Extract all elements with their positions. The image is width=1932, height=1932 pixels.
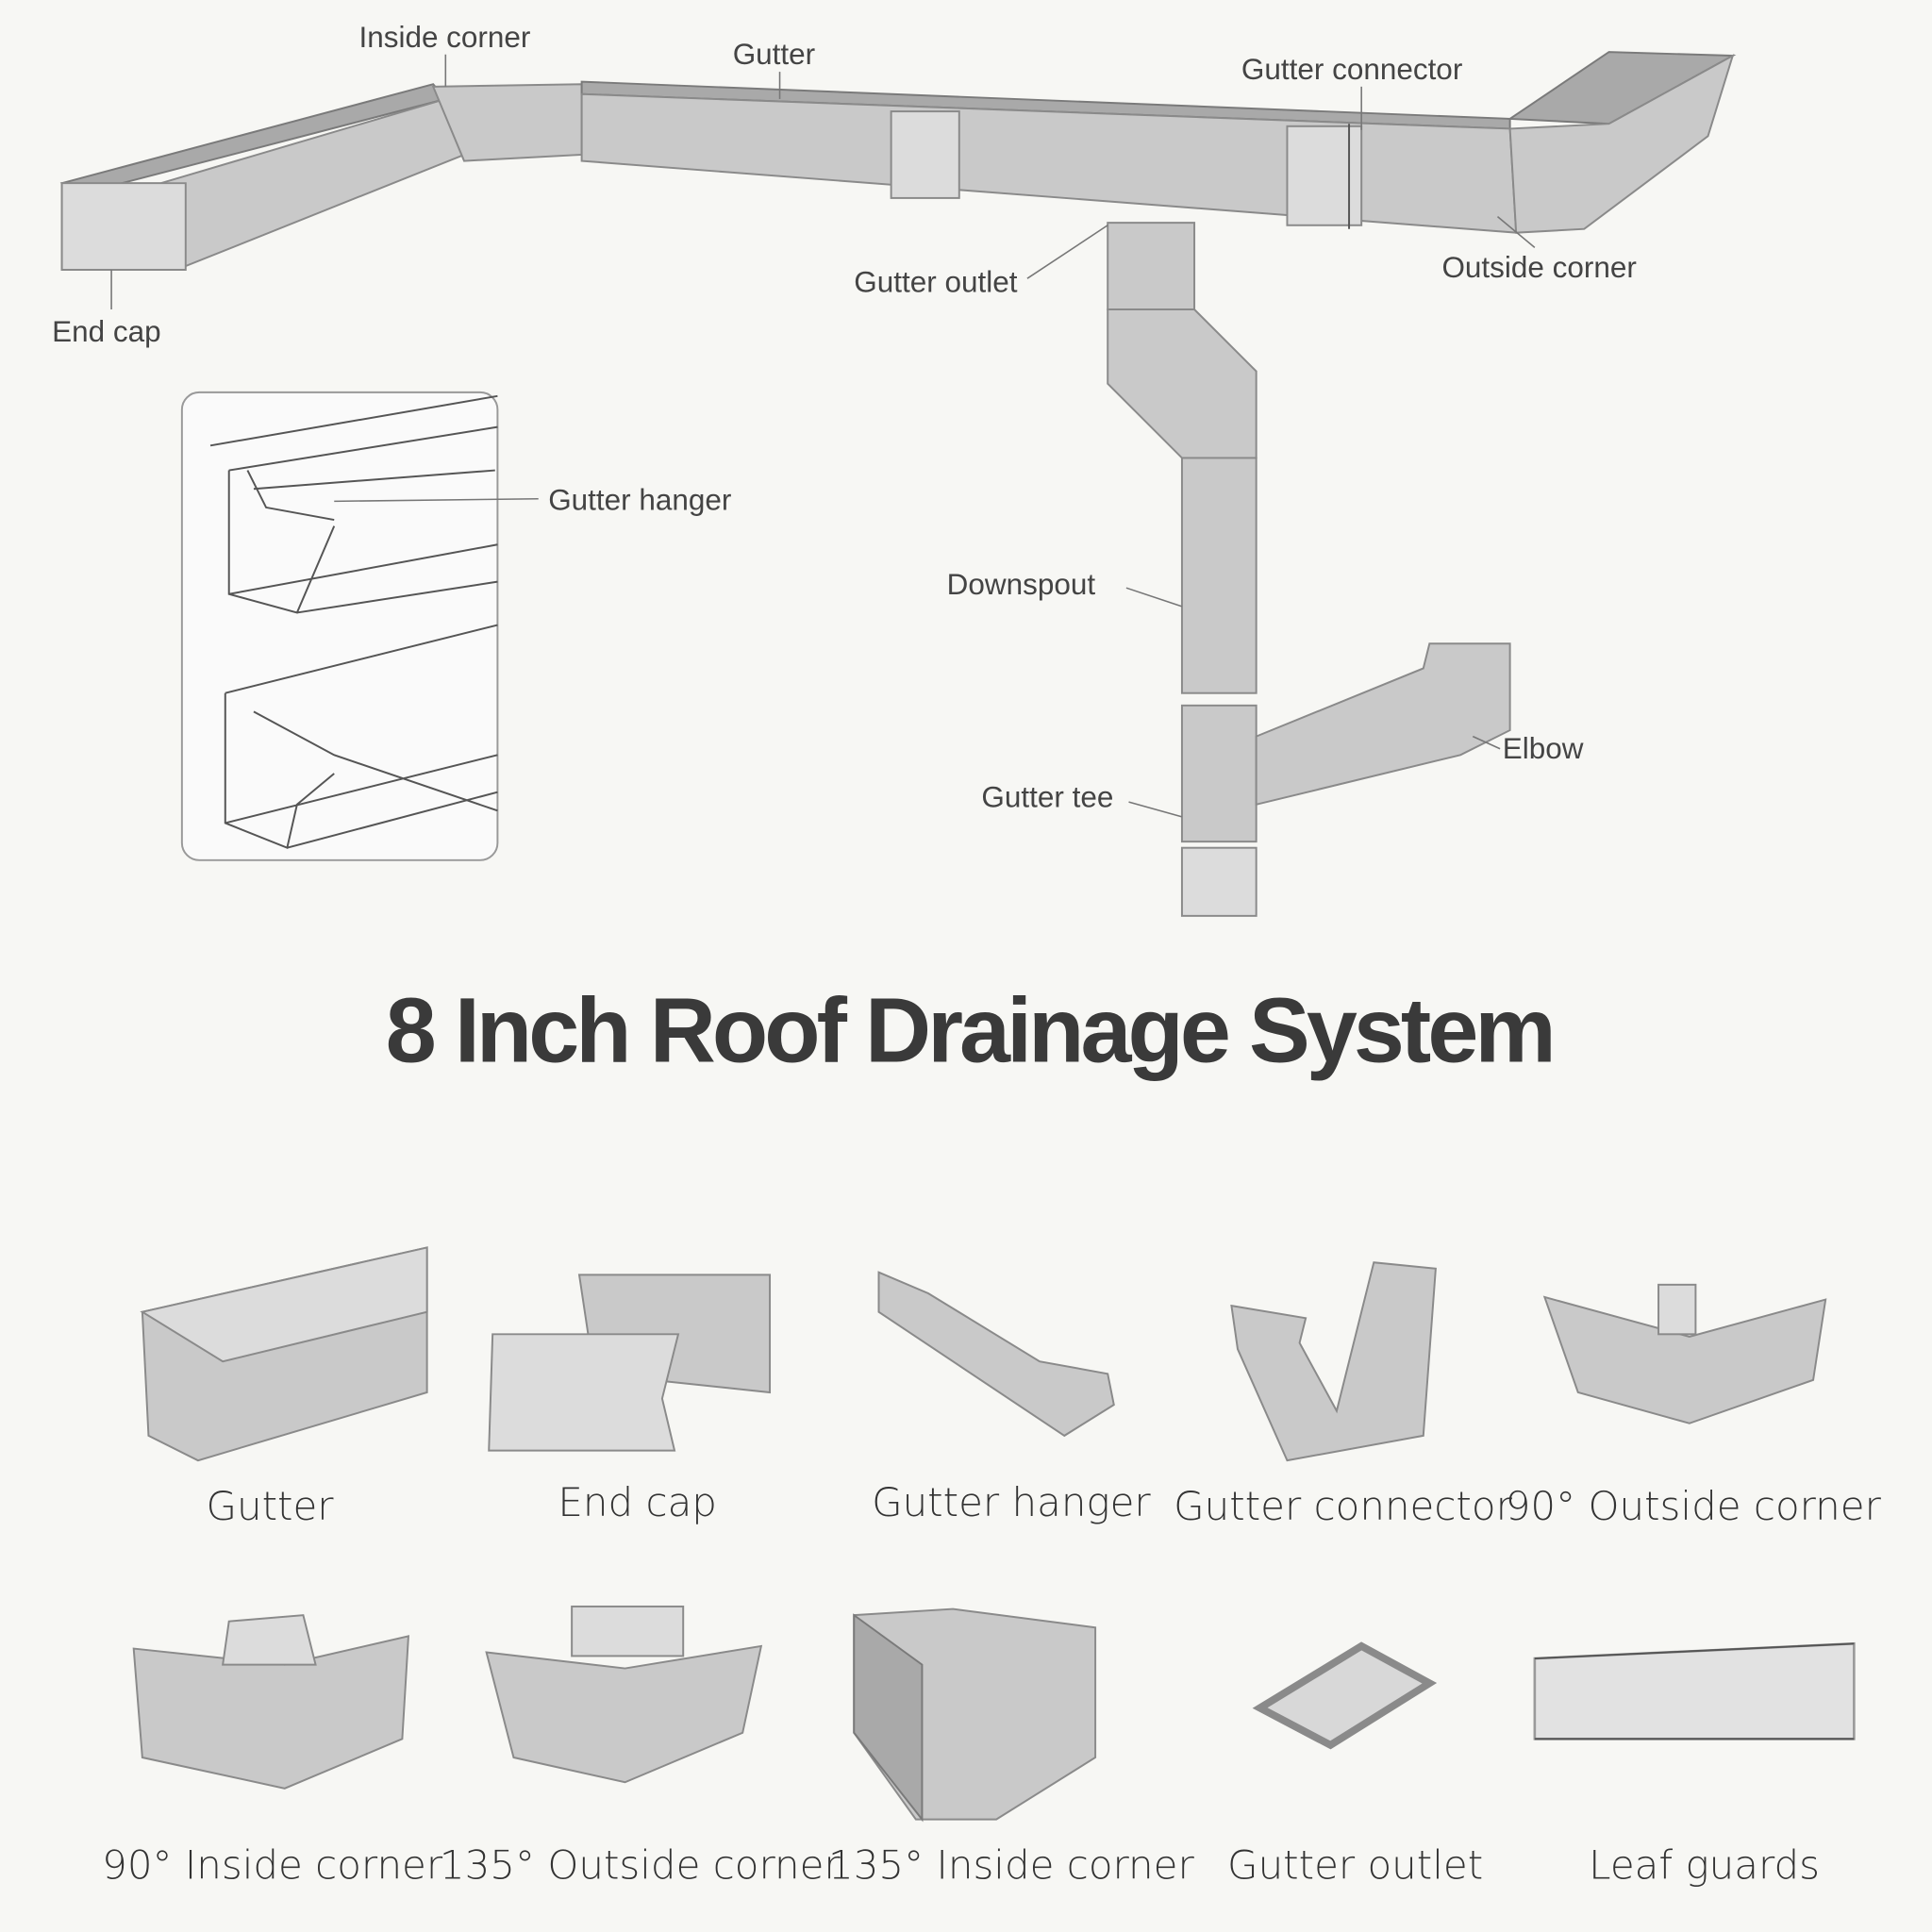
- product-label: Gutter: [206, 1483, 334, 1529]
- outside-corner-product-icon: [1542, 1295, 1827, 1424]
- product-90-inside-corner: 90° Inside corner: [102, 1614, 443, 1889]
- leaf-guards-product-icon: [1533, 1641, 1856, 1740]
- product-label: Gutter connector: [1174, 1483, 1512, 1529]
- gutter-connector-part: [1286, 125, 1363, 226]
- product-gutter-connector: Gutter connector: [1174, 1261, 1513, 1529]
- product-label: 90° Inside corner: [102, 1842, 443, 1889]
- gutter-assembly: Inside corner Gutter Gutter connector En…: [52, 21, 1737, 917]
- product-label: Leaf guards: [1589, 1842, 1820, 1889]
- 135-inside-corner-side: [853, 1613, 924, 1823]
- label-inside-corner: Inside corner: [358, 21, 530, 54]
- label-gutter: Gutter: [733, 38, 815, 71]
- end-cap-part: [60, 182, 187, 271]
- product-label: Gutter hanger: [872, 1479, 1151, 1525]
- outside-corner-tab: [1657, 1283, 1697, 1336]
- product-135-outside-corner: 135° Outside corner: [440, 1605, 841, 1889]
- gutter-tee-part: [1180, 704, 1257, 843]
- gutter-joint: [890, 110, 960, 199]
- 135-outside-corner-product-icon: [485, 1644, 763, 1784]
- product-label: Gutter outlet: [1227, 1842, 1483, 1889]
- downspout-part: [1180, 457, 1257, 694]
- product-leaf-guards: Leaf guards: [1533, 1641, 1856, 1889]
- product-gutter: Gutter: [140, 1246, 428, 1529]
- gutter-outlet-part: [1107, 222, 1196, 310]
- downspout-bottom: [1180, 846, 1257, 917]
- product-135-inside-corner: 135° Inside corner: [828, 1607, 1194, 1889]
- gutter-outlet-product-icon: [1252, 1641, 1438, 1750]
- gutter-joints: [890, 110, 1363, 229]
- page-title: 8 Inch Roof Drainage System: [386, 979, 1553, 1082]
- gutter-connector-product-icon: [1230, 1261, 1437, 1462]
- elbow-part: [1255, 642, 1511, 807]
- label-gutter-tee: Gutter tee: [981, 780, 1113, 813]
- product-gutter-outlet: Gutter outlet: [1227, 1641, 1483, 1889]
- product-label: 135° Inside corner: [828, 1842, 1194, 1889]
- label-gutter-hanger: Gutter hanger: [548, 484, 731, 517]
- end-cap-product-icon-2: [488, 1333, 680, 1452]
- label-gutter-outlet: Gutter outlet: [854, 266, 1017, 299]
- gutter-hanger-inset: Gutter hanger: [180, 391, 731, 861]
- product-label: 135° Outside corner: [440, 1842, 841, 1889]
- downspout-offset: [1107, 308, 1257, 459]
- 135-outside-corner-tab: [571, 1605, 685, 1657]
- label-outside-corner: Outside corner: [1441, 251, 1636, 284]
- product-label: 90° Outside corner: [1506, 1483, 1882, 1529]
- label-downspout: Downspout: [947, 568, 1096, 601]
- label-elbow: Elbow: [1503, 732, 1584, 765]
- label-gutter-connector: Gutter connector: [1241, 53, 1462, 86]
- product-end-cap: End cap: [488, 1274, 772, 1525]
- gutter-inner: [140, 1246, 428, 1363]
- gutter-hanger-product-icon: [877, 1271, 1115, 1438]
- inside-corner-tab: [222, 1614, 317, 1666]
- product-gutter-hanger: Gutter hanger: [872, 1271, 1151, 1525]
- product-label: End cap: [558, 1479, 717, 1525]
- label-end-cap: End cap: [52, 315, 160, 348]
- product-90-outside-corner: 90° Outside corner: [1506, 1283, 1882, 1529]
